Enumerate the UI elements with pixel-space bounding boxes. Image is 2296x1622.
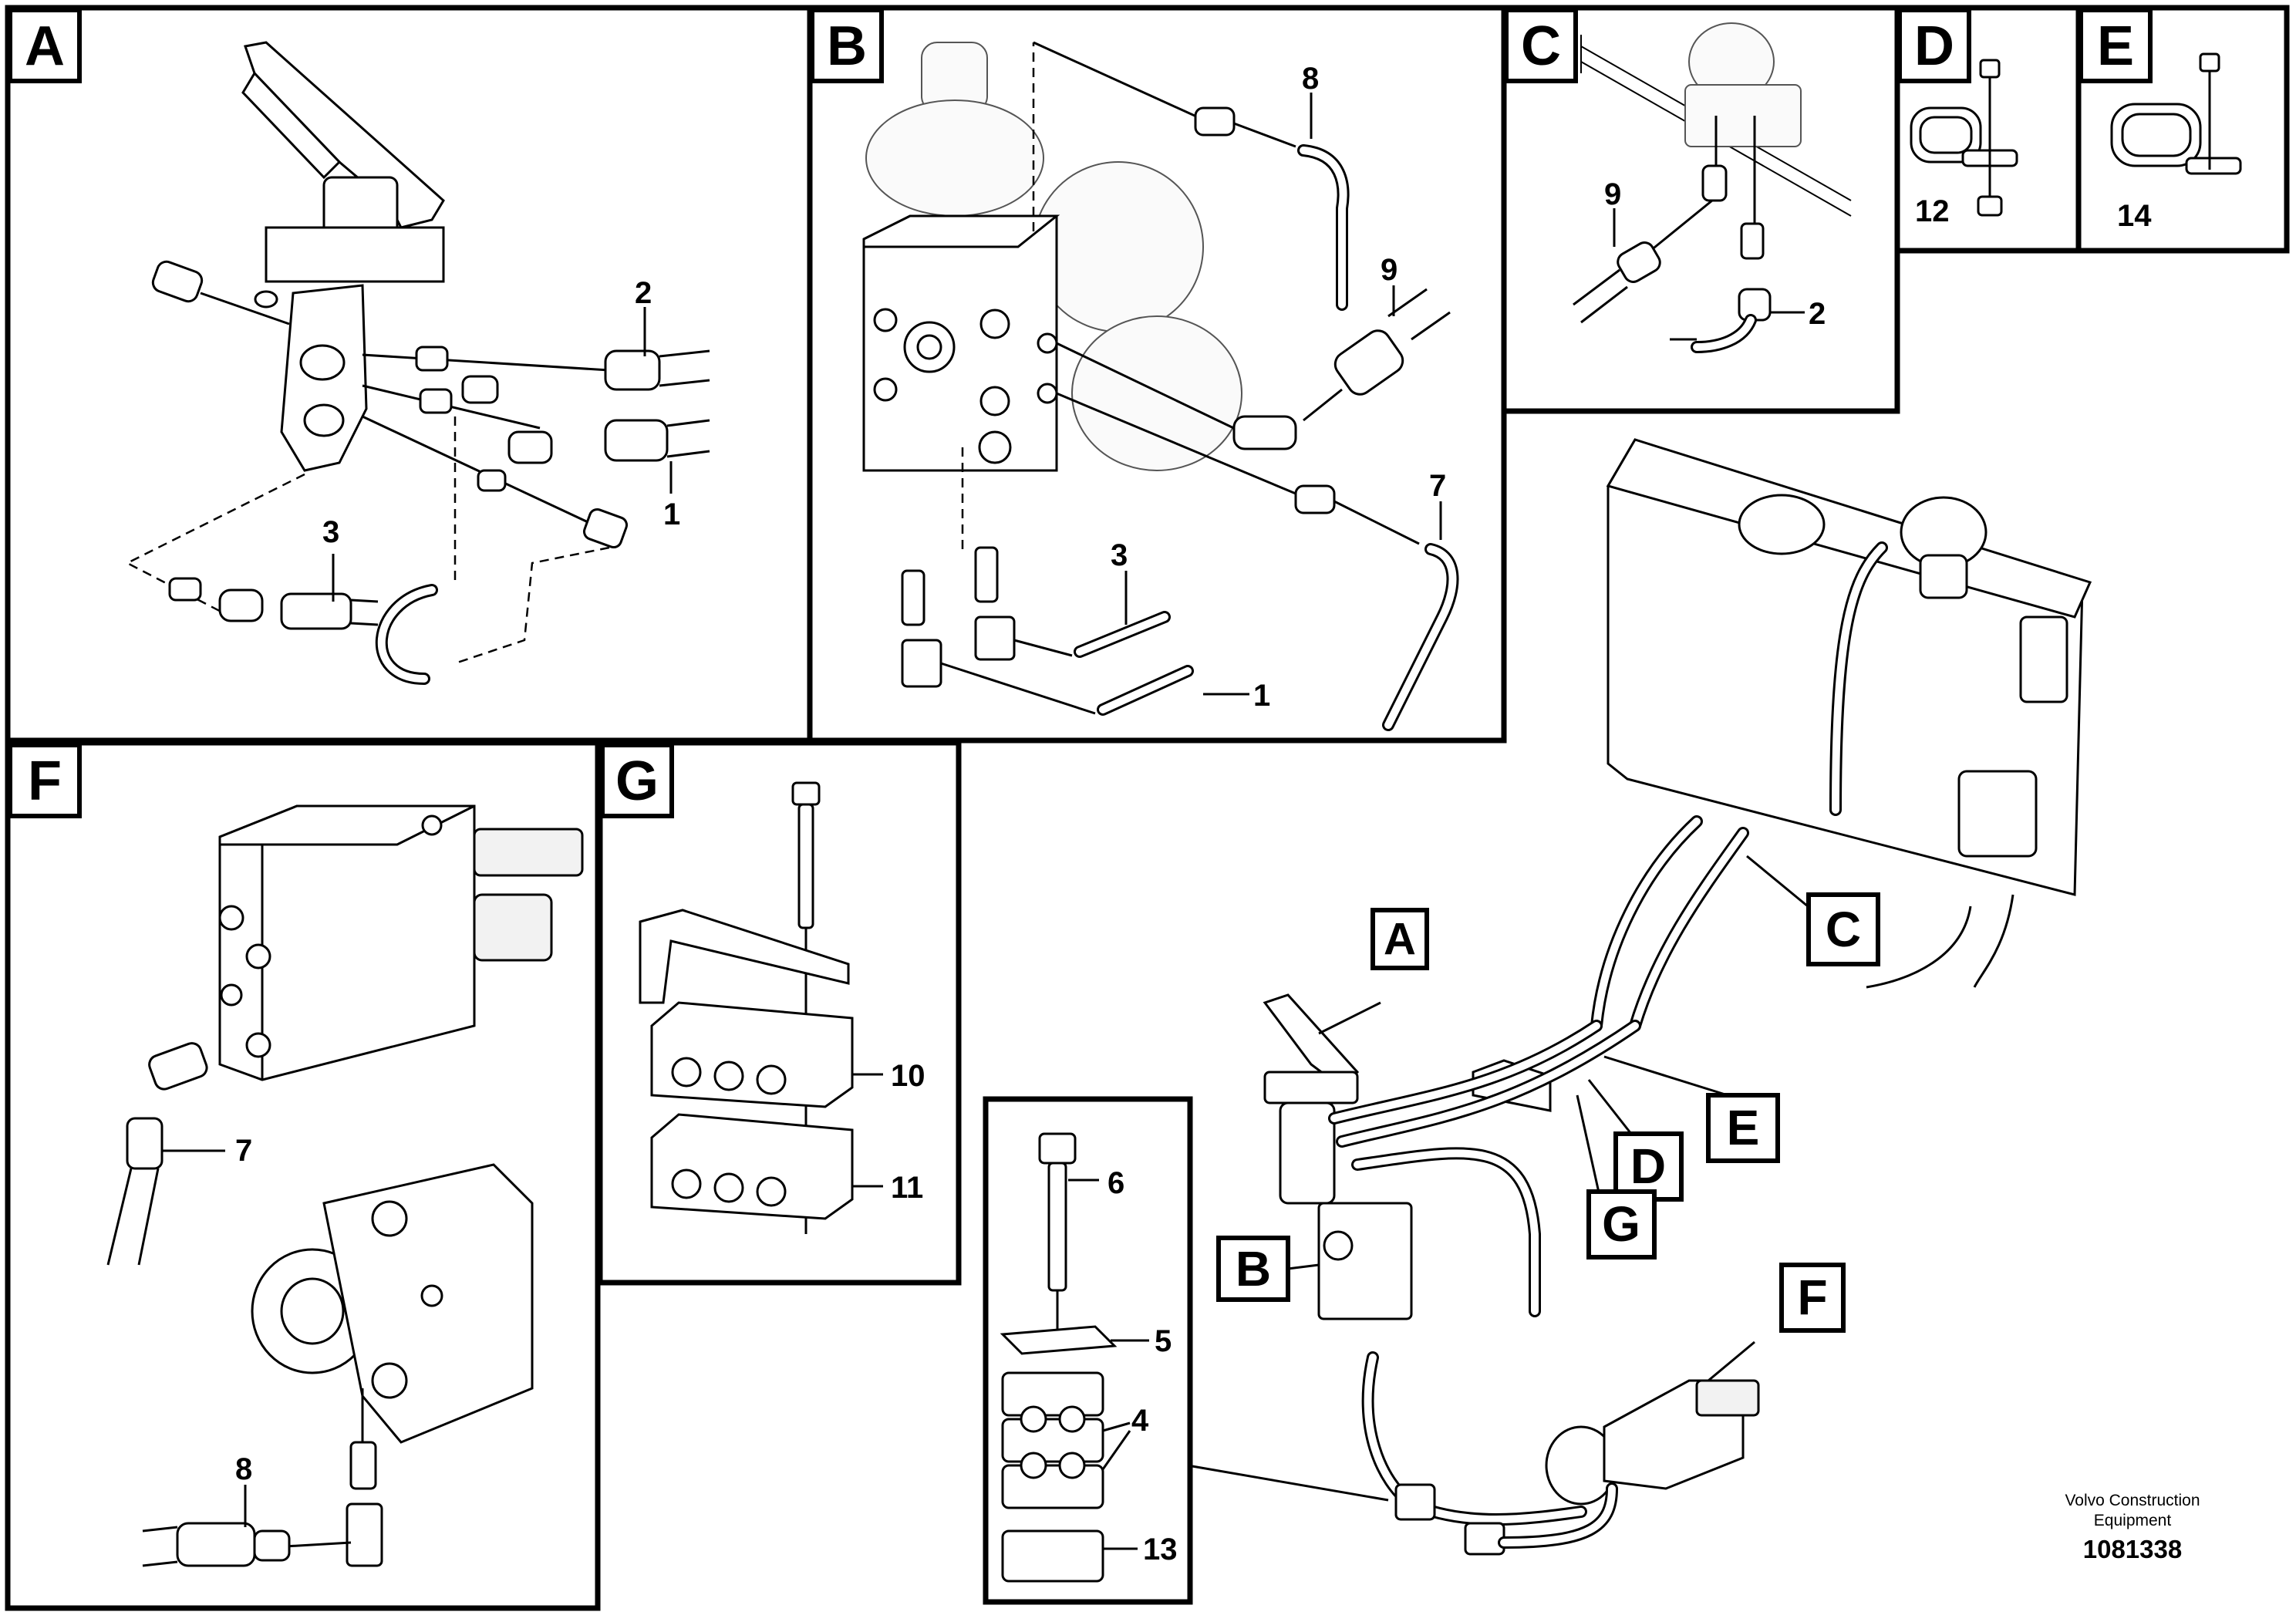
svg-text:F: F bbox=[1797, 1270, 1827, 1325]
clamp-plate bbox=[1000, 1325, 1118, 1355]
clamp-base-block bbox=[1001, 1529, 1104, 1583]
overview-tag-c: C bbox=[1806, 892, 1880, 966]
panel-b-callout-8: 8 bbox=[1302, 62, 1319, 96]
svg-text:F: F bbox=[28, 750, 62, 812]
svg-text:A: A bbox=[25, 15, 65, 77]
panel-e-drawing bbox=[2110, 52, 2242, 175]
clamp-callout-4: 4 bbox=[1131, 1404, 1149, 1438]
panel-b-callout-3: 3 bbox=[1111, 538, 1128, 572]
panel-b-callout-1: 1 bbox=[1253, 679, 1270, 713]
bolt-head bbox=[1038, 1132, 1077, 1165]
clamp-panel-drawing bbox=[1000, 1132, 1149, 1583]
panel-f-tag: F bbox=[8, 743, 82, 818]
svg-text:B: B bbox=[827, 15, 867, 77]
panel-c-callout-9: 9 bbox=[1604, 177, 1621, 211]
clamp-callout-13: 13 bbox=[1143, 1533, 1178, 1566]
panel-e-tag: E bbox=[2079, 8, 2153, 83]
svg-text:B: B bbox=[1236, 1241, 1271, 1297]
svg-text:D: D bbox=[1914, 15, 1954, 77]
overview-assembly bbox=[1187, 438, 2092, 1556]
panel-c-tag: C bbox=[1504, 8, 1578, 83]
clamp-half-lower bbox=[650, 1113, 854, 1220]
svg-text:C: C bbox=[1521, 15, 1561, 77]
overview-tag-f: F bbox=[1779, 1263, 1846, 1333]
document-number: 1081338 bbox=[2083, 1535, 2182, 1563]
panel-a-frame bbox=[5, 5, 813, 744]
panel-e-frame bbox=[2075, 5, 2290, 254]
panel-f-drawing bbox=[106, 804, 584, 1567]
svg-text:E: E bbox=[1727, 1100, 1760, 1155]
svg-text:G: G bbox=[1602, 1196, 1640, 1252]
company-name-line1: Volvo Construction bbox=[2065, 1492, 2200, 1509]
panel-a-drawing bbox=[125, 41, 710, 685]
svg-text:G: G bbox=[615, 750, 659, 812]
panel-f-callout-7: 7 bbox=[235, 1134, 252, 1168]
panel-d-drawing bbox=[1910, 59, 2018, 217]
overview-tag-a: A bbox=[1371, 908, 1429, 970]
clamp-bracket bbox=[639, 909, 850, 1004]
panel-g-drawing bbox=[639, 781, 883, 1234]
panel-d-tag: D bbox=[1897, 8, 1971, 83]
valve-block bbox=[862, 214, 1058, 472]
svg-text:D: D bbox=[1630, 1138, 1666, 1194]
overview-tag-e: E bbox=[1706, 1093, 1780, 1163]
overview-tag-g: G bbox=[1586, 1189, 1657, 1259]
panel-a-callout-1: 1 bbox=[663, 497, 680, 531]
panel-e-callout-14: 14 bbox=[2117, 199, 2152, 233]
panel-g-frame bbox=[597, 740, 962, 1286]
panel-g-callout-10: 10 bbox=[891, 1059, 925, 1093]
svg-text:A: A bbox=[1384, 915, 1416, 965]
panel-b-callout-9: 9 bbox=[1381, 253, 1397, 287]
panel-a-tag: A bbox=[8, 8, 82, 83]
panel-b-callout-7: 7 bbox=[1429, 469, 1446, 503]
panel-g-tag: G bbox=[600, 743, 674, 818]
clamp-panel-frame bbox=[983, 1096, 1193, 1605]
company-name-line2: Equipment bbox=[2094, 1512, 2172, 1529]
svg-text:E: E bbox=[2097, 15, 2134, 77]
panel-b-drawing bbox=[862, 41, 1459, 731]
clamp-callout-6: 6 bbox=[1108, 1166, 1124, 1200]
clamp-callout-5: 5 bbox=[1155, 1324, 1172, 1358]
panel-c-callout-2: 2 bbox=[1809, 297, 1826, 331]
panel-f-callout-8: 8 bbox=[235, 1452, 252, 1486]
clamp-half-upper bbox=[650, 1001, 854, 1108]
panel-b-tag: B bbox=[810, 8, 884, 83]
panel-c-drawing bbox=[1573, 22, 1852, 353]
panel-d-callout-12: 12 bbox=[1915, 194, 1950, 228]
panel-a-callout-3: 3 bbox=[322, 515, 339, 549]
svg-text:C: C bbox=[1826, 902, 1861, 957]
panel-g-callout-11: 11 bbox=[891, 1171, 923, 1205]
panel-a-callout-2: 2 bbox=[635, 276, 652, 310]
overview-tag-b: B bbox=[1216, 1236, 1290, 1302]
